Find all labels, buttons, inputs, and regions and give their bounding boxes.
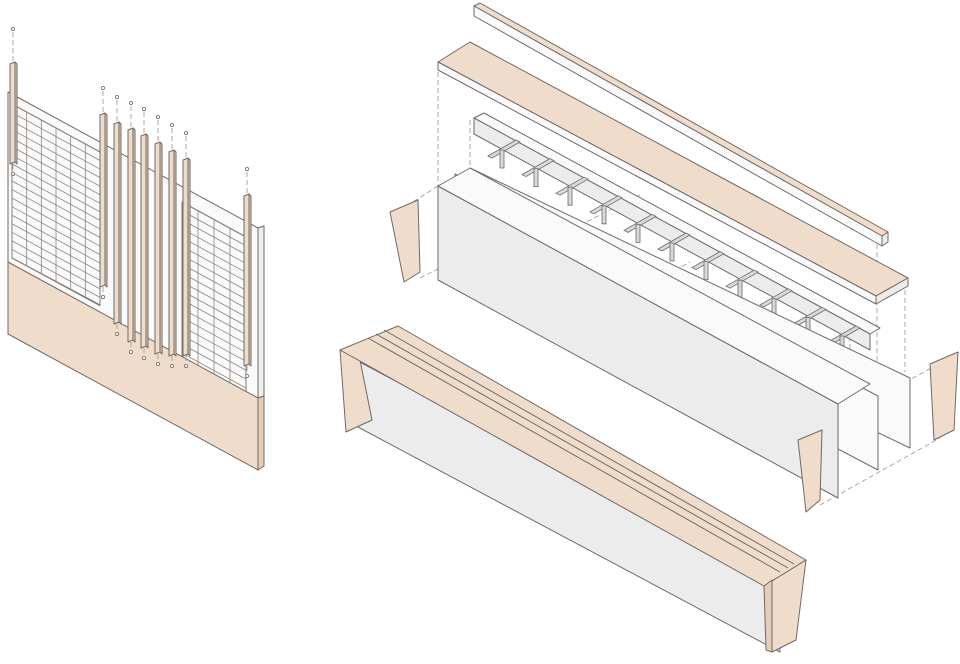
fastener-pin [155, 115, 160, 120]
fastener-pin [141, 355, 146, 360]
rib-connector [725, 269, 759, 299]
wall-wood-base-side [257, 395, 265, 471]
fastener-pin [10, 26, 15, 31]
fastener-pin [169, 123, 174, 128]
wall-slat [182, 130, 191, 368]
wall-slat [154, 115, 163, 366]
fastener-pin [169, 363, 174, 368]
fastener-pin [244, 166, 249, 171]
fastener-pin [101, 294, 106, 299]
fastener-pin [155, 361, 160, 366]
fastener-pin [115, 95, 120, 100]
wall-slat [243, 166, 252, 378]
back-panel-stack [437, 167, 911, 499]
top-shelf [437, 41, 909, 305]
rib-connector [487, 139, 521, 169]
fastener-pin [183, 363, 188, 368]
rib-connector [691, 251, 725, 281]
rib-connector [589, 195, 623, 225]
top-rail [473, 2, 889, 247]
wall-slat [127, 101, 136, 354]
bench-exploded-assembly [339, 2, 959, 653]
wall-grid-right [181, 201, 247, 399]
back-panel-main-edge [437, 167, 871, 405]
fastener-pin [244, 373, 249, 378]
fastener-pin [101, 86, 106, 91]
end-cap-right [929, 351, 959, 441]
fastener-pin [128, 101, 133, 106]
rib-connector [657, 232, 691, 262]
wall-slat [113, 95, 122, 336]
rib-connector [555, 176, 589, 206]
wall-screen-assembly [7, 26, 265, 471]
fastener-pin [183, 130, 188, 135]
wall-slat [168, 123, 177, 368]
fastener-pin [115, 331, 120, 336]
wall-slat [99, 86, 108, 299]
wall-slats [9, 26, 252, 378]
rib-connector [623, 213, 657, 243]
front-bench [339, 325, 807, 653]
end-cap-left [389, 199, 421, 283]
wall-slat [140, 107, 149, 360]
end-cap-front [797, 429, 823, 513]
fastener-pin [10, 171, 15, 176]
fastener-pin [141, 107, 146, 112]
fastener-pin [128, 349, 133, 354]
rib-connector [521, 158, 555, 188]
wall-slat [9, 26, 18, 176]
